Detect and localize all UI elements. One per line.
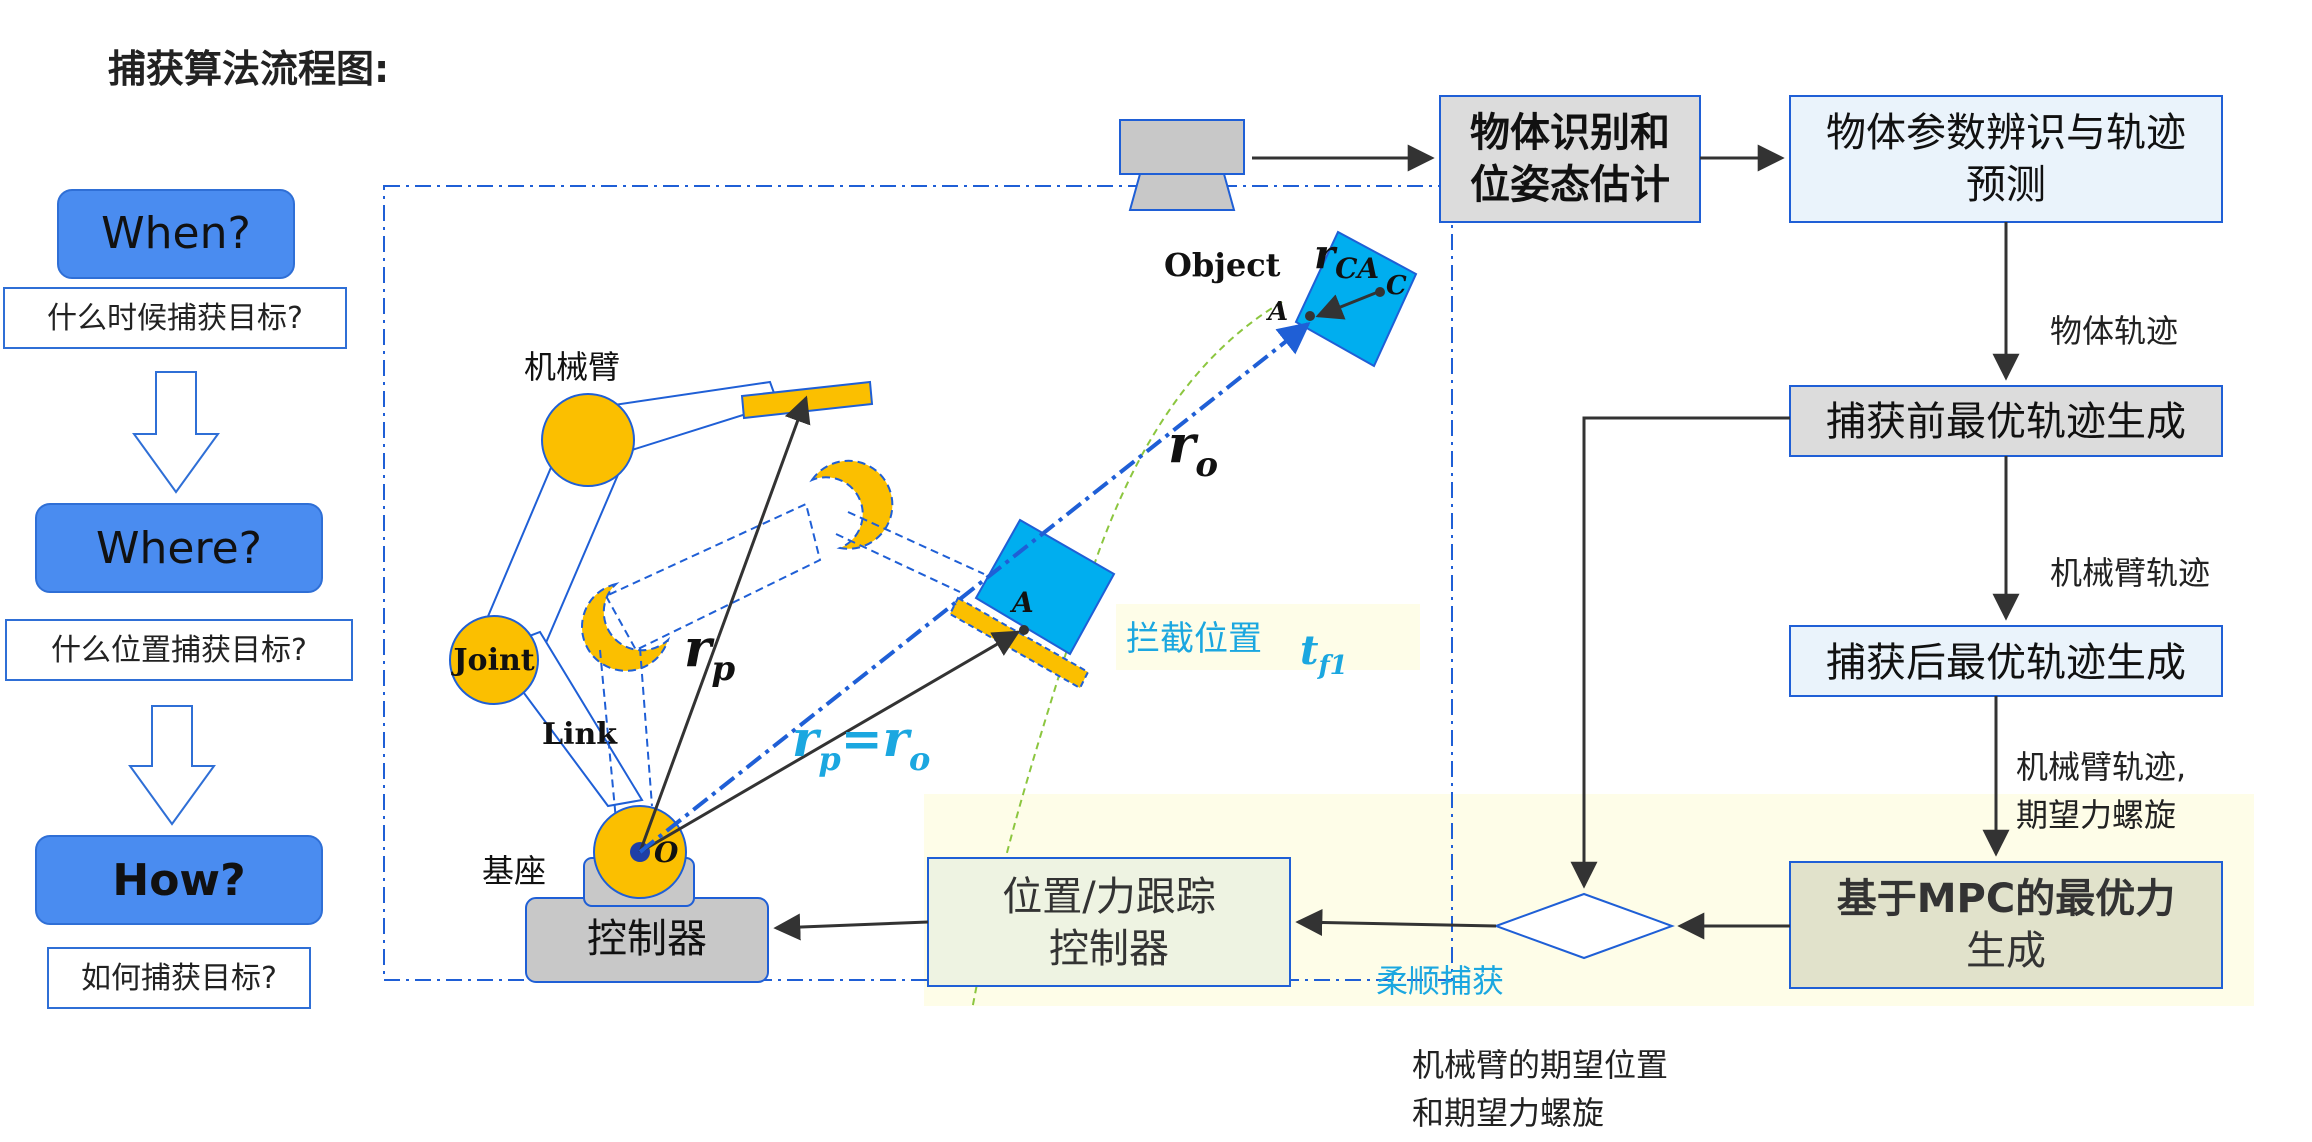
intercept-label: 拦截位置: [1126, 619, 1262, 659]
joint-label: Joint: [450, 643, 534, 678]
box-param-id: 物体参数辨识与轨迹 预测: [1789, 95, 2223, 223]
when-pill: [57, 189, 295, 279]
rp-equals-ro-label: rp=ro: [792, 709, 930, 778]
arm-label: 机械臂: [524, 348, 620, 386]
intercept-time-label: tf1: [1300, 627, 1348, 681]
edge-label-arm-trajectory: 机械臂轨迹: [2050, 554, 2210, 592]
page-title: 捕获算法流程图:: [108, 47, 389, 91]
how-pill-label: How?: [112, 855, 245, 906]
box-mpc: 基于MPC的最优力 生成: [1789, 861, 2223, 989]
when-caption-box: [3, 287, 347, 349]
box-recognition: 物体识别和 位姿态估计: [1439, 95, 1701, 223]
decision-diamond: [1493, 892, 1675, 960]
svg-text:预测: 预测: [1966, 162, 2046, 208]
svg-text:物体参数辨识与轨迹: 物体参数辨识与轨迹: [1826, 110, 2186, 156]
compliant-capture-label: 柔顺捕获: [1376, 962, 1504, 1000]
svg-text:捕获后最优轨迹生成: 捕获后最优轨迹生成: [1826, 640, 2186, 686]
svg-text:生成: 生成: [1966, 928, 2046, 974]
rca-label: rCA: [1314, 231, 1379, 285]
box-tracking-controller: 位置/力跟踪 控制器: [927, 857, 1291, 987]
workspace-frame: [383, 185, 1453, 981]
camera-icon: [1119, 119, 1245, 211]
where-caption: 什么位置捕获目标?: [51, 633, 307, 668]
object-label: Object: [1164, 246, 1281, 284]
joint-circle: [449, 615, 539, 705]
desired-note-line-1: 机械臂的期望位置: [1412, 1046, 1668, 1084]
where-pill-label: Where?: [96, 523, 262, 574]
point-a-capture-dot: [1019, 625, 1029, 635]
svg-text:物体识别和: 物体识别和: [1470, 110, 1670, 156]
how-caption: 如何捕获目标?: [81, 961, 277, 996]
question-column: When? 什么时候捕获目标? Where? 什么位置捕获目标? How? 如何…: [3, 189, 353, 1009]
svg-text:位姿态估计: 位姿态估计: [1470, 162, 1670, 208]
how-caption-box: [47, 947, 311, 1009]
box-pre-capture: 捕获前最优轨迹生成: [1789, 385, 2223, 457]
shoulder-joint: [541, 393, 635, 487]
arrow-tracking-to-controller: [773, 913, 929, 941]
svg-text:位置/力跟踪: 位置/力跟踪: [1002, 874, 1215, 920]
base-label: 基座: [482, 852, 546, 890]
where-pill: [35, 503, 323, 593]
edge-label-object-trajectory: 物体轨迹: [2050, 312, 2178, 350]
vector-ro-dashed: [638, 322, 1311, 854]
arrow-diamond-to-tracking: [1295, 908, 1497, 936]
box-post-capture: 捕获后最优轨迹生成: [1789, 625, 2223, 697]
point-a-label: A: [1265, 297, 1288, 327]
vector-ro-capture: [639, 630, 1021, 854]
svg-text:捕获前最优轨迹生成: 捕获前最优轨迹生成: [1826, 399, 2186, 445]
link-label: Link: [542, 717, 618, 752]
how-pill: [35, 835, 323, 925]
edge-label-arm-traj-wrench-1: 机械臂轨迹,: [2016, 748, 2186, 786]
ro-label: ro: [1168, 414, 1218, 485]
vector-rp: [638, 395, 811, 853]
point-c-dot: [1375, 287, 1385, 297]
svg-text:基于MPC的最优力: 基于MPC的最优力: [1837, 876, 2175, 922]
intercept-highlight: [1116, 604, 1420, 670]
arrow-pre-to-diamond: [1570, 416, 1790, 889]
vector-rca: [1315, 290, 1379, 320]
controller-label: 控制器: [587, 916, 707, 962]
point-a-dot: [1305, 311, 1315, 321]
edge-label-arm-traj-wrench-2: 期望力螺旋: [2016, 796, 2176, 834]
robot-arm: [449, 380, 874, 808]
origin-label: O: [654, 836, 679, 869]
svg-text:控制器: 控制器: [1049, 926, 1169, 972]
when-pill-label: When?: [101, 208, 251, 259]
point-a-capture-label: A: [1009, 586, 1034, 619]
down-arrow-icon: [128, 705, 216, 826]
where-caption-box: [5, 619, 353, 681]
desired-note-line-2: 和期望力螺旋: [1412, 1094, 1604, 1132]
down-arrow-icon: [132, 371, 220, 494]
point-c-label: C: [1386, 271, 1407, 301]
robot-arm-ghost: [581, 459, 985, 821]
object-current: [1294, 230, 1418, 368]
when-caption: 什么时候捕获目标?: [47, 301, 303, 336]
rp-label: rp: [684, 618, 735, 689]
